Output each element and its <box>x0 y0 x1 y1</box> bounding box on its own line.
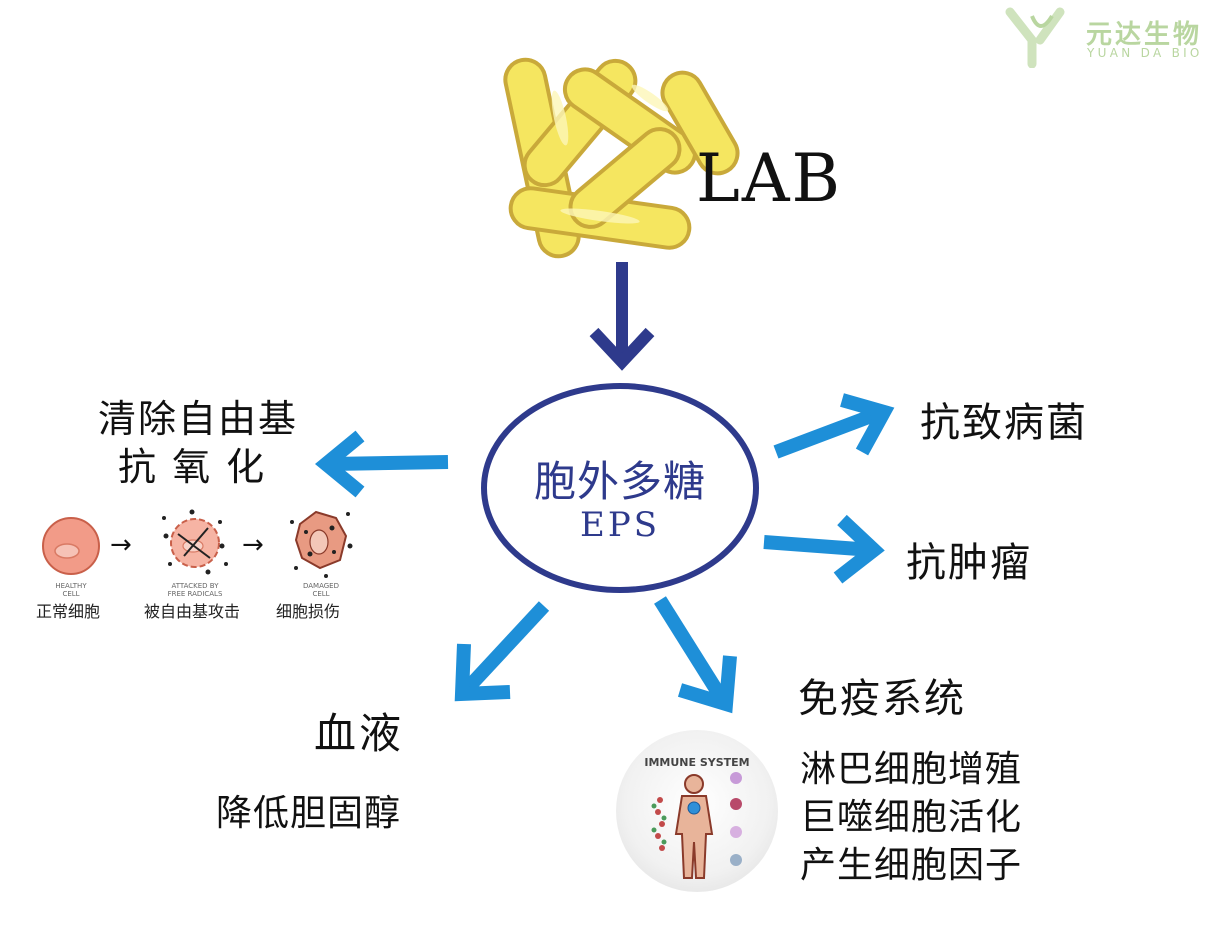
brand-name-en: YUAN DA BIO <box>1087 46 1203 60</box>
up-right-arrow-icon <box>773 393 895 459</box>
attacked-cell-tag-line1: ATTACKED BY <box>171 582 219 590</box>
center-title-cn: 胞外多糖 <box>533 457 706 506</box>
antioxidant-line2: 抗 氧 化 <box>118 445 267 489</box>
immune-detail-3: 产生细胞因子 <box>800 845 1023 886</box>
down-right-arrow-icon <box>654 596 737 714</box>
brand-logo-icon <box>1005 7 1065 68</box>
damaged-cell-tag: DAMAGED CELL <box>290 582 352 598</box>
center-title-en: EPS <box>580 505 660 545</box>
human-body-icon <box>651 772 742 879</box>
arrow-glyph-1: → <box>110 530 132 560</box>
immune-title: 免疫系统 <box>798 676 966 722</box>
antioxidant-line1: 清除自由基 <box>98 397 299 441</box>
immune-system-image: IMMUNE SYSTEM <box>616 730 778 892</box>
left-arrow-icon <box>314 430 449 498</box>
brand-name-cn: 元达生物 <box>1086 20 1203 50</box>
down-arrow-icon <box>589 262 655 371</box>
immune-detail-1: 淋巴细胞增殖 <box>800 749 1023 790</box>
healthy-cell-tag-line1: HEALTHY <box>55 582 87 590</box>
lab-label: LAB <box>696 140 842 217</box>
damaged-cell-tag-line2: CELL <box>312 590 330 598</box>
arrow-glyph-2: → <box>242 530 264 560</box>
blood-detail: 降低胆固醇 <box>216 793 402 834</box>
healthy-cell-tag: HEALTHY CELL <box>40 582 102 598</box>
healthy-cell-tag-line2: CELL <box>62 590 80 598</box>
healthy-cell-icon <box>42 517 100 575</box>
immune-detail-2: 巨噬细胞活化 <box>800 797 1023 838</box>
antitumor-label: 抗肿瘤 <box>906 540 1032 586</box>
blood-title: 血液 <box>314 709 405 758</box>
right-arrow-icon <box>763 514 885 584</box>
attacked-cell-tag-line2: FREE RADICALS <box>167 590 223 598</box>
damaged-cell-tag-line1: DAMAGED <box>303 582 339 590</box>
eps-ellipse <box>481 383 759 593</box>
down-left-arrow-icon <box>454 601 550 702</box>
lactic-acid-bacteria-rods-icon <box>503 57 740 259</box>
damaged-cell-icon <box>290 510 353 578</box>
attacked-cell-icon <box>162 509 228 575</box>
healthy-cell-caption: 正常细胞 <box>36 602 101 621</box>
immune-image-label: IMMUNE SYSTEM <box>644 756 750 769</box>
antipathogen-label: 抗致病菌 <box>920 400 1088 446</box>
attacked-cell-caption: 被自由基攻击 <box>144 602 241 621</box>
damaged-cell-caption: 细胞损伤 <box>276 602 341 621</box>
attacked-cell-tag: ATTACKED BY FREE RADICALS <box>150 582 240 598</box>
